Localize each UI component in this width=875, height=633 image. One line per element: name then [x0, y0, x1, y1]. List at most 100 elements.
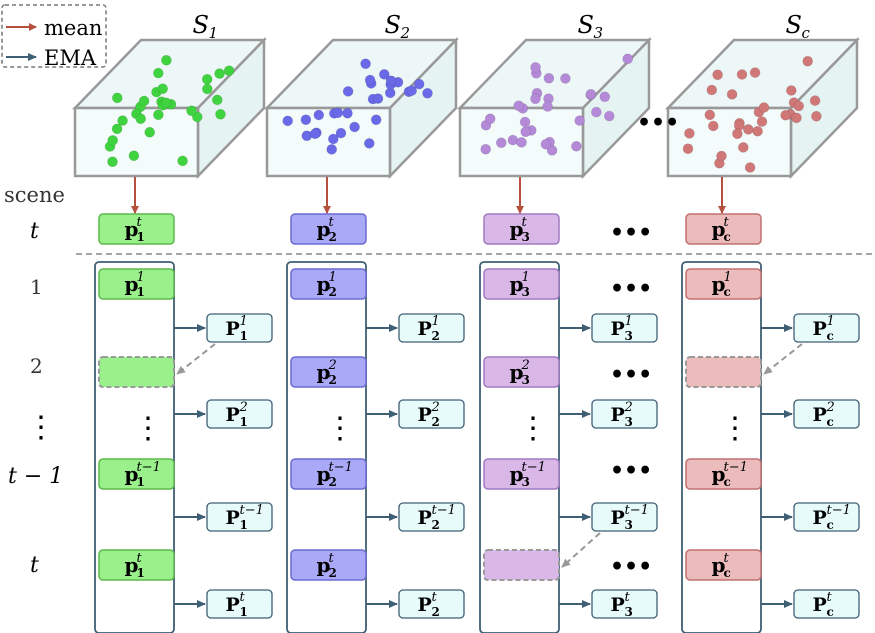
- P-rowt-box-sub: c: [827, 605, 834, 619]
- particle: [742, 124, 754, 135]
- particle: [736, 69, 748, 80]
- P-rowt-box-sup: t: [625, 590, 631, 605]
- p-top-box-sub: 1: [137, 230, 145, 244]
- P-row1-box-sup: 1: [432, 314, 440, 329]
- particle: [574, 115, 586, 126]
- P-row1-box-sub: c: [827, 329, 834, 343]
- particle: [749, 67, 761, 78]
- p-row2-box-sup: 2: [328, 358, 337, 373]
- P-rowtm1-box-sup: t−1: [625, 503, 649, 518]
- particle: [622, 53, 634, 65]
- P-rowtm1-box-sub: 3: [625, 518, 633, 532]
- P-rowt-box-sup: t: [240, 590, 246, 605]
- particle: [571, 141, 582, 152]
- particle: [128, 150, 140, 161]
- particle: [495, 137, 507, 149]
- particle: [107, 135, 118, 146]
- particle: [349, 121, 360, 133]
- P-rowtm1-box: [206, 502, 273, 532]
- particle: [214, 68, 225, 79]
- P-row2-box: [206, 399, 273, 429]
- P-rowtm1-box-sup: t−1: [432, 503, 456, 518]
- particle: [785, 85, 797, 96]
- P-rowtm1-box: [793, 502, 860, 532]
- P-row1-box-sup: 1: [240, 314, 248, 329]
- particle: [177, 155, 188, 167]
- particle: [560, 73, 571, 84]
- P-rowt-box-label: P: [813, 594, 827, 616]
- particle: [342, 107, 353, 119]
- particle: [342, 86, 354, 97]
- particle: [519, 116, 531, 128]
- particle: [513, 100, 525, 112]
- particle: [406, 85, 418, 96]
- p-row1-box-sup: 1: [522, 270, 530, 285]
- particle: [223, 65, 235, 76]
- P-row2-box-sub: 3: [625, 415, 633, 429]
- particle: [712, 69, 723, 81]
- particle: [737, 142, 749, 153]
- P-rowt-box-sub: 1: [240, 605, 248, 619]
- p-rowtm1-box-label: p: [510, 462, 524, 486]
- p-rowtm1-box: [483, 458, 560, 490]
- particle: [326, 144, 338, 155]
- particle: [809, 95, 821, 106]
- particle: [726, 89, 738, 100]
- p-row1-box-sub: 2: [329, 285, 337, 299]
- P-row1-box-label: P: [226, 318, 240, 340]
- p-rowtm1-box-sub: 3: [522, 475, 530, 489]
- p-row2-box: [483, 356, 560, 388]
- p-rowt-box: [685, 549, 762, 581]
- particle: [117, 115, 128, 126]
- particle: [157, 83, 168, 94]
- P-row1-box-sub: 3: [625, 329, 633, 343]
- p-row1-box-sub: c: [724, 285, 731, 299]
- particle: [111, 123, 123, 135]
- particle: [543, 73, 555, 84]
- p-rowtm1-box-sup: t−1: [137, 460, 161, 475]
- p-top-box-sup: t: [724, 215, 730, 230]
- P-row2-box-sub: 2: [432, 415, 440, 429]
- particle: [752, 125, 763, 137]
- p-rowt-box-label: p: [712, 553, 726, 577]
- scene-label: scene: [4, 183, 65, 207]
- particle: [422, 88, 433, 99]
- p-top-box-label: p: [712, 217, 726, 241]
- particle: [335, 127, 347, 139]
- p-rowt-box-sup: t: [724, 551, 730, 566]
- legend-ema-label: EMA: [44, 46, 97, 70]
- p-top-box: [98, 213, 175, 245]
- column-frame: [479, 261, 560, 633]
- scene-label-sub: 3: [594, 24, 604, 42]
- P-row1-box: [206, 313, 273, 343]
- particle: [370, 114, 382, 126]
- P-row1-box: [793, 313, 860, 343]
- P-rowt-box-sup: t: [432, 590, 438, 605]
- P-row2-box-sup: 2: [431, 400, 440, 415]
- p-rowt-box-sub: c: [724, 566, 731, 580]
- particle: [520, 126, 532, 138]
- particle: [540, 138, 552, 150]
- P-rowtm1-box-label: P: [611, 507, 625, 529]
- P-rowt-box-sub: 3: [625, 605, 633, 619]
- p-top-box-label: p: [510, 217, 524, 241]
- particle: [107, 156, 118, 168]
- row2-ellipsis: •••: [610, 362, 652, 388]
- p-rowt-box: [98, 549, 175, 581]
- p-rowt-box-sup: t: [329, 551, 335, 566]
- P-rowtm1-box-sup: t−1: [240, 503, 264, 518]
- particle: [585, 89, 597, 100]
- P-rowtm1-box-label: P: [226, 507, 240, 529]
- scene-label-sub: c: [802, 24, 811, 42]
- p-rowt-box-sup: t: [137, 551, 143, 566]
- particle: [135, 113, 146, 124]
- particle: [372, 93, 384, 104]
- particle: [682, 143, 694, 154]
- particle: [327, 133, 339, 145]
- row-labels: scene t 1 2 ⋮ t − 1 t: [4, 183, 65, 578]
- fill-arrow: [176, 343, 216, 375]
- P-row2-box-sup: 2: [624, 400, 633, 415]
- scene-label: S: [193, 11, 209, 39]
- row-t-label: t: [30, 553, 39, 578]
